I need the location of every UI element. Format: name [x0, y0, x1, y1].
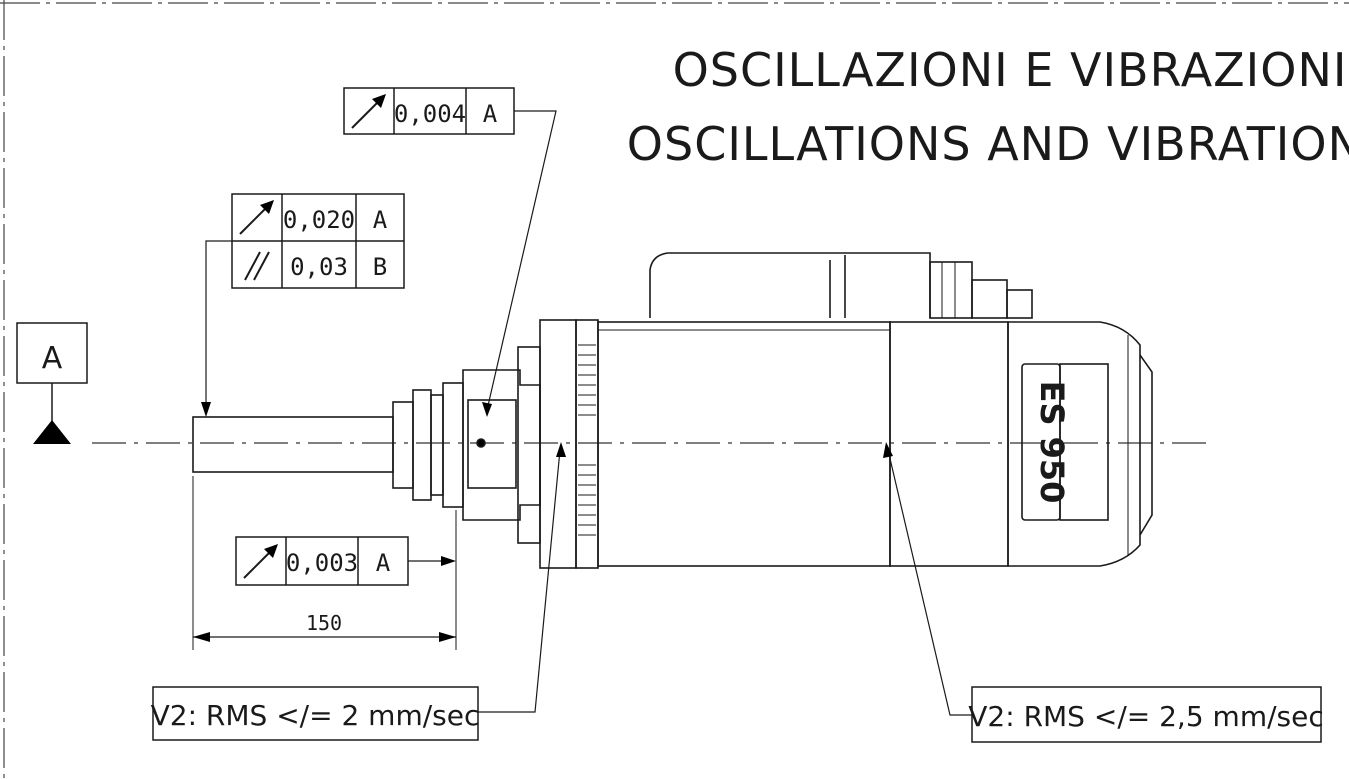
callout-left: V2: RMS </= 2 mm/sec [151, 442, 566, 741]
fcf-left-row2-datum: B [373, 253, 387, 281]
datum-label: A [42, 341, 63, 376]
callout-right: V2: RMS </= 2,5 mm/sec [883, 442, 1324, 743]
fcf-bottom-datum: A [376, 549, 391, 577]
fcf-top-value: 0,004 [394, 100, 466, 128]
parallelism-icon [244, 251, 270, 281]
dimension-value: 150 [306, 611, 342, 635]
title-line-2: OSCILLATIONS AND VIBRATIONS [627, 117, 1349, 171]
motor-label: ES 950 [1033, 381, 1071, 504]
fcf-left: 0,020 A 0,03 B [201, 193, 405, 417]
callout-right-text: V2: RMS </= 2,5 mm/sec [968, 700, 1323, 733]
spindle-motor [192, 252, 1153, 569]
runout-arrow-icon [239, 200, 274, 235]
fcf-left-row1-datum: A [373, 206, 388, 234]
title-line-1: OSCILLAZIONI E VIBRAZIONI [673, 43, 1348, 97]
fcf-top-datum: A [483, 100, 498, 128]
fcf-bottom-value: 0,003 [286, 549, 358, 577]
callout-left-text: V2: RMS </= 2 mm/sec [151, 699, 480, 732]
fcf-bottom: 0,003 A [235, 536, 456, 586]
datum-a: A [16, 322, 88, 444]
fcf-top: 0,004 A [343, 87, 557, 417]
runout-arrow-icon [351, 94, 386, 129]
runout-arrow-icon [243, 544, 278, 579]
dimension-150: 150 [192, 476, 457, 650]
fcf-left-row1-value: 0,020 [283, 206, 355, 234]
fcf-left-row2-value: 0,03 [290, 253, 348, 281]
datum-triangle [33, 420, 71, 444]
